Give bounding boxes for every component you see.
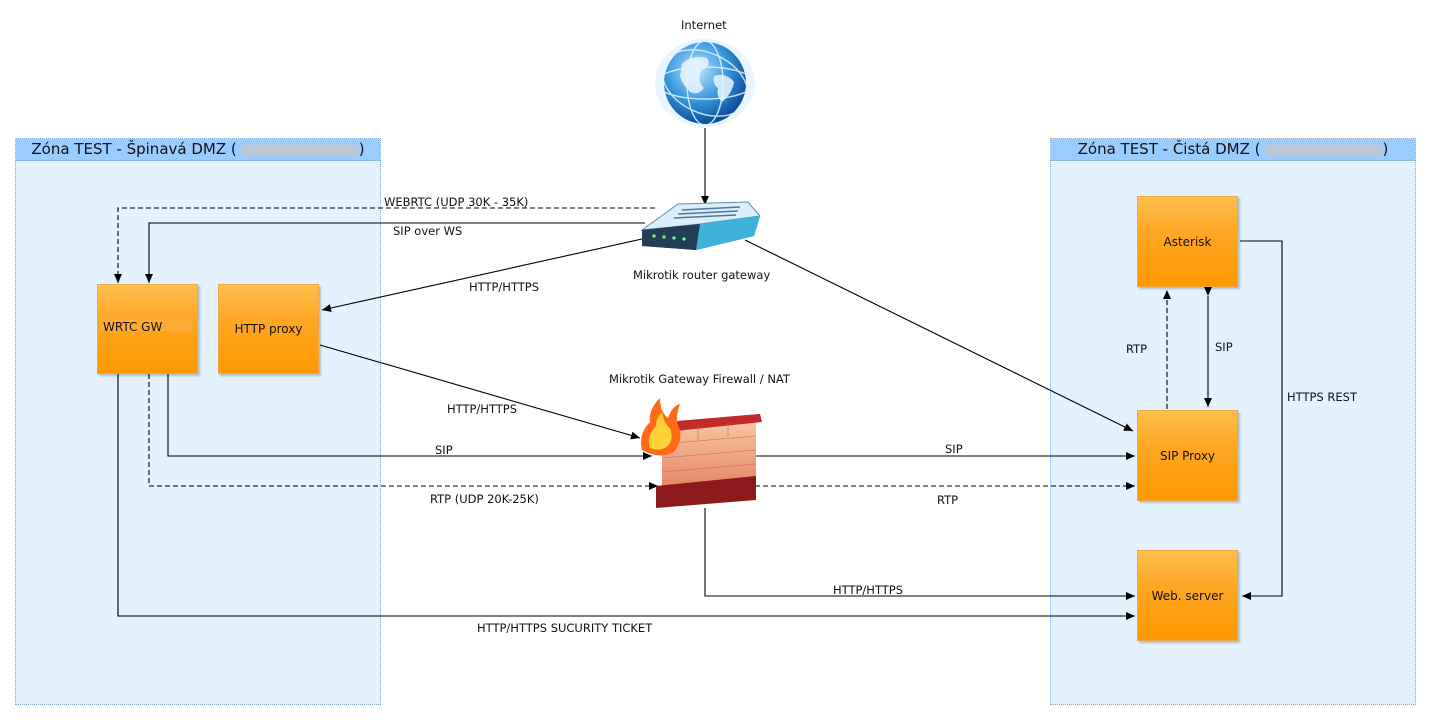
wrtc-gw-label-band <box>100 317 192 331</box>
edge-wrtc-sip <box>167 374 652 460</box>
edge-fw-http <box>704 508 1135 600</box>
zone-clean-dmz-header: Zóna TEST - Čistá DMZ () <box>1051 139 1415 161</box>
router-icon <box>640 201 761 250</box>
edge-label-fw-rtp: RTP <box>937 493 959 507</box>
edge-wrtc-rtp <box>148 374 658 490</box>
edge-label-fw-http: HTTP/HTTPS <box>833 583 904 597</box>
internet-label: Internet <box>681 18 727 32</box>
edge-label-router-http: HTTP/HTTPS <box>469 280 540 294</box>
edge-label-fw-sip: SIP <box>945 442 963 456</box>
web-server-label: Web. server <box>1151 588 1224 603</box>
router-label: Mikrotik router gateway <box>633 268 771 282</box>
zone-dirty-dmz-title: Zóna TEST - Špinavá DMZ ( <box>31 140 237 158</box>
edge-ticket <box>117 374 1135 620</box>
globe-icon <box>655 39 755 127</box>
firewall-icon <box>641 398 762 508</box>
edge-label-ast-rtp: RTP <box>1126 342 1148 356</box>
edge-label-proxy-http: HTTP/HTTPS <box>447 402 518 416</box>
edge-label-sip-over-ws: SIP over WS <box>393 224 463 238</box>
redacted-ip-blur <box>1264 143 1383 156</box>
asterisk-label: Asterisk <box>1163 234 1212 249</box>
edge-label-wrtc-sip: SIP <box>435 443 453 457</box>
sip-proxy-node[interactable]: SIP Proxy <box>1137 410 1238 501</box>
zone-dirty-dmz: Zóna TEST - Špinavá DMZ () <box>15 138 381 705</box>
zone-dirty-dmz-header: Zóna TEST - Špinavá DMZ () <box>16 139 380 161</box>
http-proxy-label: HTTP proxy <box>234 322 303 336</box>
http-proxy-node[interactable]: HTTP proxy <box>218 284 319 374</box>
wrtc-gw-label: WRTC GW <box>103 320 163 334</box>
edge-router-http-proxy <box>321 238 643 312</box>
edge-https-rest <box>1240 240 1283 600</box>
edge-router-sip-proxy <box>744 239 1134 432</box>
web-server-node[interactable]: Web. server <box>1137 550 1238 641</box>
redacted-ip-blur <box>240 143 359 156</box>
edge-label-https-rest: HTTPS REST <box>1287 390 1357 404</box>
zone-clean-dmz-suffix: ) <box>1382 140 1389 158</box>
edge-label-ast-sip: SIP <box>1215 340 1233 354</box>
sip-proxy-label: SIP Proxy <box>1159 448 1216 463</box>
edge-label-wrtc-rtp: RTP (UDP 20K-25K) <box>430 492 539 506</box>
edge-label-ticket: HTTP/HTTPS SUCURITY TICKET <box>477 621 653 635</box>
asterisk-node[interactable]: Asterisk <box>1137 196 1238 287</box>
zone-dirty-dmz-suffix: ) <box>358 140 365 158</box>
wrtc-gw-node[interactable]: WRTC GW <box>97 284 198 374</box>
firewall-label: Mikrotik Gateway Firewall / NAT <box>609 372 790 386</box>
edge-label-webrtc: WEBRTC (UDP 30K - 35K) <box>384 195 529 209</box>
zone-clean-dmz-title: Zóna TEST - Čistá DMZ ( <box>1077 140 1261 158</box>
edge-webrtc <box>114 207 655 283</box>
edge-sip-over-ws <box>145 222 645 283</box>
edge-proxy-firewall <box>319 344 641 440</box>
